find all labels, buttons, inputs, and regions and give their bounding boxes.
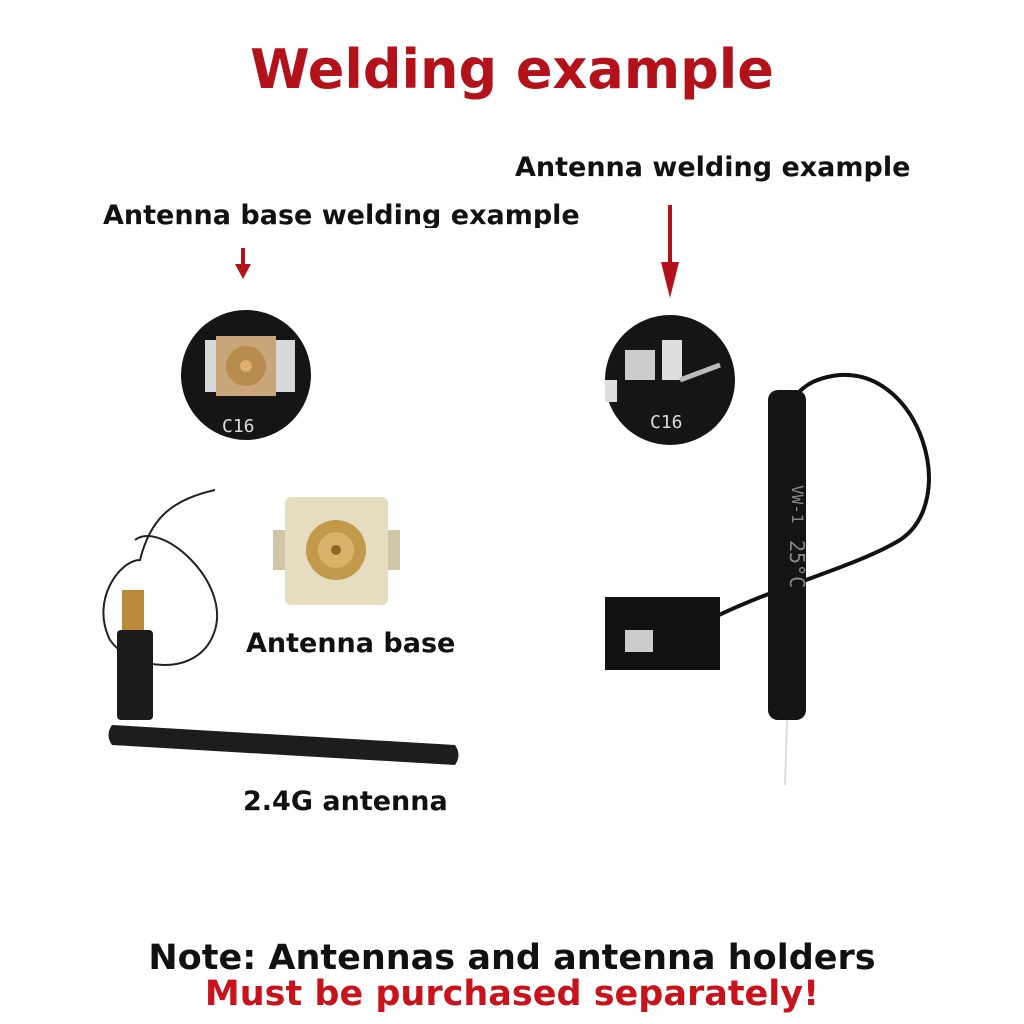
antenna-temp-print: 25°C (785, 540, 809, 588)
antenna-24g-photo (102, 489, 459, 765)
arrow-down-icon (661, 205, 679, 298)
antenna-weld-photo: C16 (605, 315, 735, 445)
arrow-down-icon (235, 248, 251, 279)
antenna-welding-label: Antenna welding example (515, 152, 911, 183)
antenna-base-label: Antenna base (246, 628, 456, 659)
antenna-model-print: VW-1 (788, 485, 807, 524)
pcb-marking: C16 (222, 416, 255, 437)
antenna-base-weld-photo: C16 (181, 310, 311, 440)
antenna-dipole-photo: VW-1 25°C (605, 372, 931, 786)
pcb-marking: C16 (650, 412, 683, 433)
antenna-base-welding-label: Antenna base welding example (103, 200, 580, 228)
antenna-24g-label: 2.4G antenna (243, 786, 448, 817)
note-line-1: Note: Antennas and antenna holders (148, 938, 876, 978)
note-line-2: Must be purchased separately! (204, 974, 820, 1014)
antenna-base-photo (273, 497, 400, 605)
page-title: Welding example (250, 38, 774, 101)
